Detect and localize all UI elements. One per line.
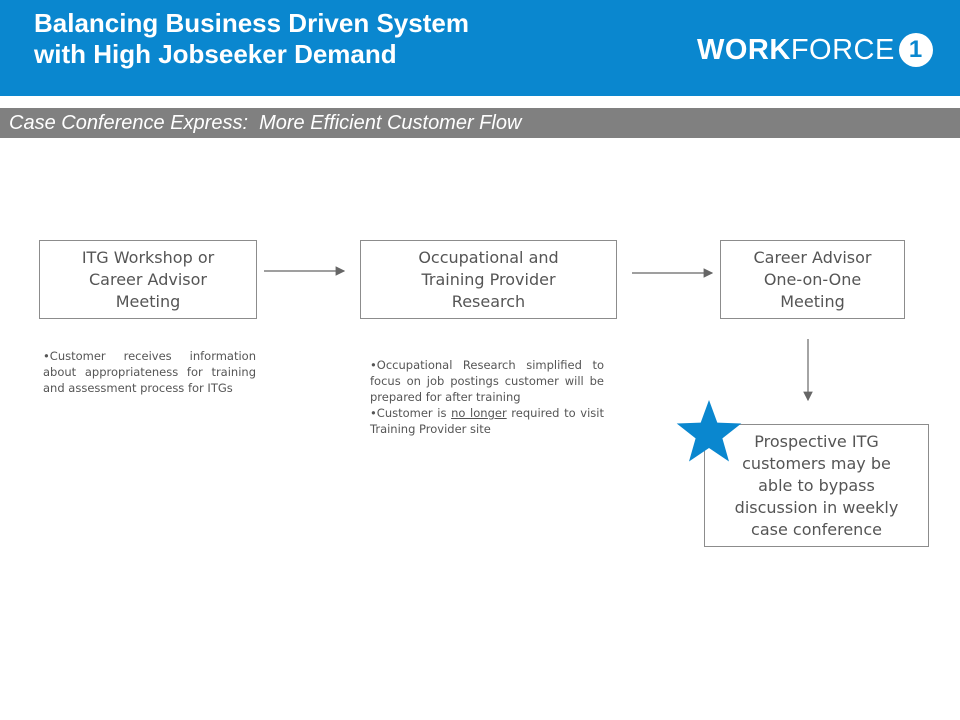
step4-line5: case conference bbox=[751, 519, 882, 539]
header-banner: Balancing Business Driven System with Hi… bbox=[0, 0, 960, 96]
workforce1-logo: WORK FORCE 1 bbox=[697, 30, 933, 70]
step4-line4: discussion in weekly bbox=[734, 497, 899, 517]
bullet2-emphasis: no longer bbox=[451, 406, 507, 420]
subheader-bar: Case Conference Express: More Efficient … bbox=[0, 108, 960, 138]
step3-line2: One-on-One bbox=[763, 269, 862, 289]
step4-line3: able to bypass bbox=[758, 475, 875, 495]
logo-badge: 1 bbox=[898, 33, 933, 67]
bullet2-post: required to visit Training Provider site bbox=[370, 406, 604, 436]
page-title: Balancing Business Driven System with Hi… bbox=[34, 8, 634, 70]
step2-line1: Occupational and bbox=[418, 247, 559, 267]
step1-note-bullet: •Customer receives information about app… bbox=[43, 349, 256, 395]
logo-work-text: WORK bbox=[697, 33, 791, 66]
flow-step-career-advisor: Career Advisor One-on-One Meeting bbox=[720, 240, 905, 319]
step2-line2: Training Provider bbox=[421, 269, 556, 289]
flow-step-itg-workshop: ITG Workshop or Career Advisor Meeting bbox=[39, 240, 257, 319]
step2-note-bullet-1: •Occupational Research simplified to foc… bbox=[370, 358, 604, 404]
logo-force-text: FORCE bbox=[790, 33, 895, 66]
step3-line3: Meeting bbox=[780, 291, 845, 311]
step1-note: •Customer receives information about app… bbox=[43, 348, 256, 396]
step1-line2: Career Advisor bbox=[89, 269, 207, 289]
title-line-2: with High Jobseeker Demand bbox=[34, 39, 397, 69]
subheader-text: Case Conference Express: More Efficient … bbox=[9, 112, 522, 134]
title-line-1: Balancing Business Driven System bbox=[34, 8, 469, 38]
step1-line3: Meeting bbox=[115, 291, 181, 311]
step1-line1: ITG Workshop or bbox=[81, 247, 215, 267]
step4-line2: customers may be bbox=[742, 453, 891, 473]
step2-line3: Research bbox=[451, 291, 526, 311]
step2-note: •Occupational Research simplified to foc… bbox=[370, 357, 604, 437]
step2-note-bullet-2: •Customer is no longer required to visit… bbox=[370, 405, 604, 437]
bullet2-pre: •Customer is bbox=[370, 406, 452, 420]
flow-outcome-bypass: Prospective ITG customers may be able to… bbox=[704, 424, 929, 547]
step4-line1: Prospective ITG bbox=[754, 431, 879, 451]
flow-step-occupational-research: Occupational and Training Provider Resea… bbox=[360, 240, 617, 319]
step3-line1: Career Advisor bbox=[753, 247, 872, 267]
